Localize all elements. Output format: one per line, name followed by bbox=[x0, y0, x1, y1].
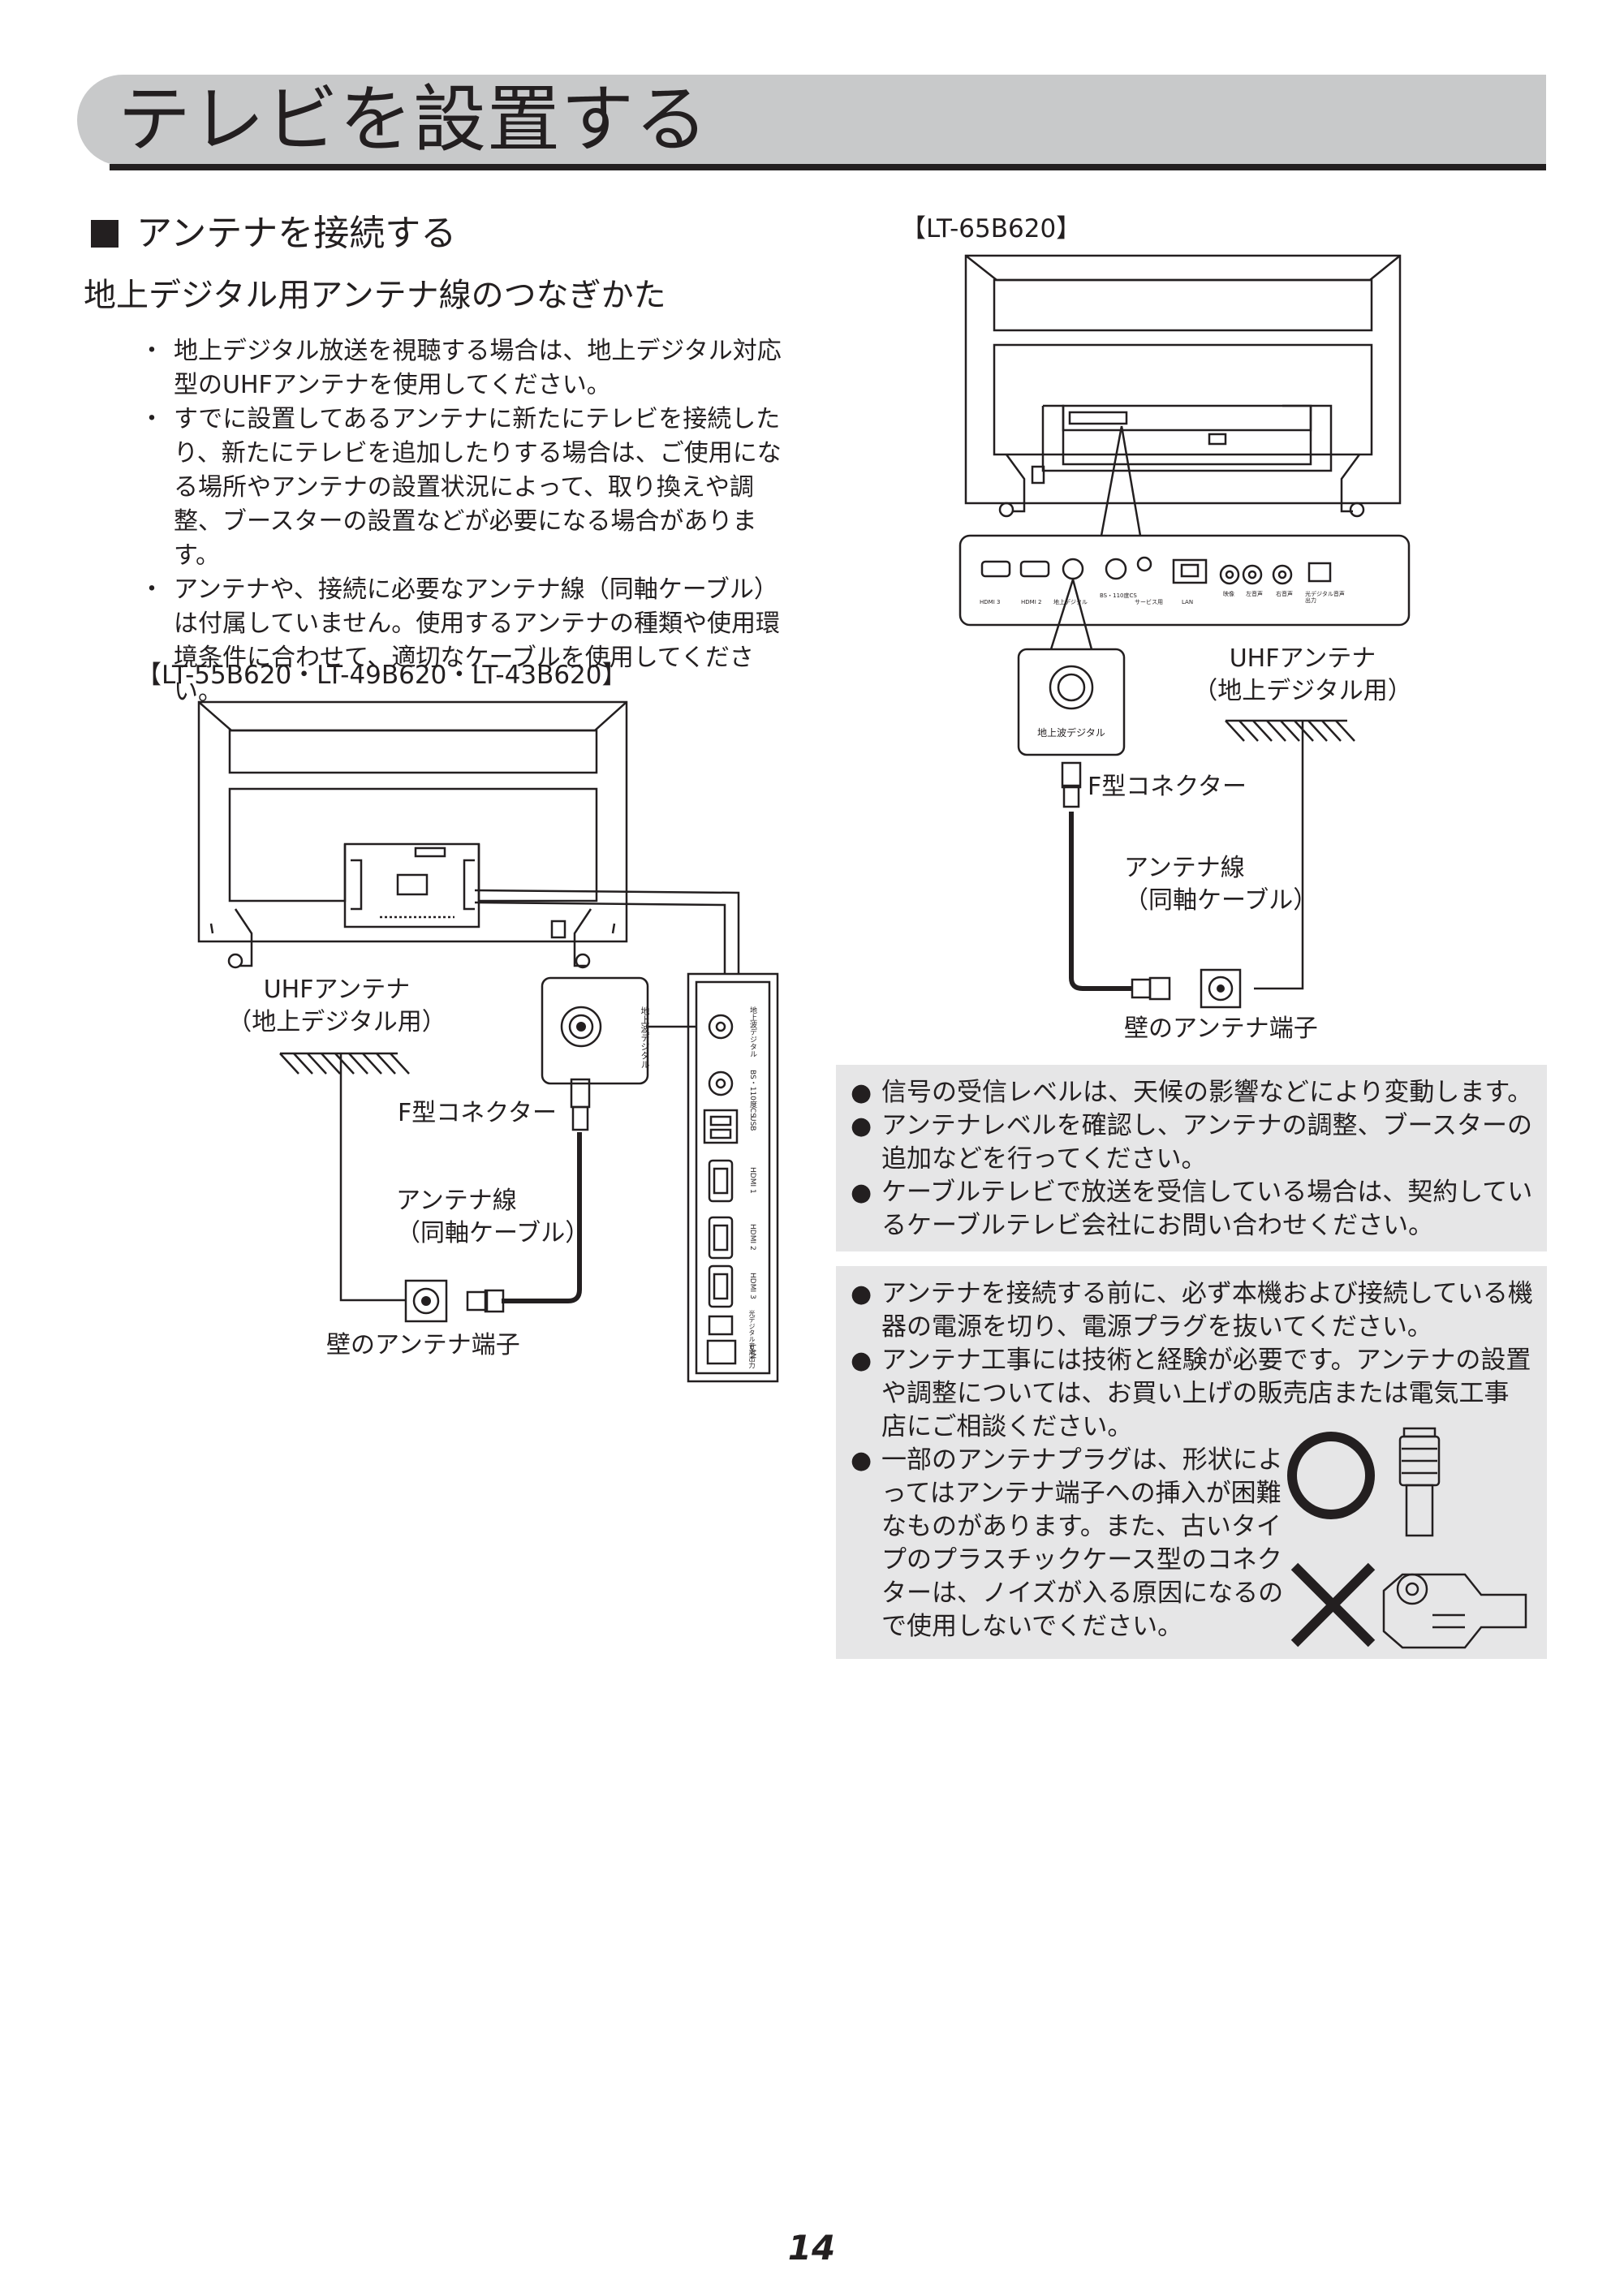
right-panel-label: 右音声 bbox=[1276, 591, 1293, 597]
left-panel-label: HDMI 3 bbox=[748, 1273, 756, 1299]
right-model-label: 【LT-65B620】 bbox=[901, 214, 1082, 243]
page-number: 14 bbox=[787, 2228, 836, 2268]
left-panel-label: 光デジタル音声出力 bbox=[748, 1310, 756, 1368]
right-wall-terminal-icon bbox=[1200, 968, 1242, 1009]
left-f-connector-icon bbox=[466, 1078, 591, 1313]
notes-box-1: 信号の受信レベルは、天候の影響などにより変動します。 アンテナレベルを確認し、ア… bbox=[836, 1065, 1547, 1251]
note-item: 一部のアンテナプラグは、形状によってはアンテナ端子への挿入が困難なものがあります… bbox=[851, 1444, 1299, 1643]
left-panel-label: 地上波デジタル bbox=[748, 1006, 756, 1058]
left-panel-label: HDMI 1 bbox=[748, 1167, 756, 1194]
left-panel-label: HDMI 2 bbox=[748, 1224, 756, 1251]
right-panel-label: 映像 bbox=[1223, 591, 1234, 597]
left-panel-label: LAN bbox=[748, 1344, 756, 1359]
left-model-label: 【LT-55B620・LT-49B620・LT-43B620】 bbox=[136, 661, 627, 690]
note-item: ケーブルテレビで放送を受信している場合は、契約しているケーブルテレビ会社にお問い… bbox=[851, 1176, 1534, 1243]
left-panel-label: BS・110度CS bbox=[748, 1070, 756, 1118]
right-tv-back-illustration bbox=[964, 254, 1402, 518]
note-item: アンテナを接続する前に、必ず本機および接続している機器の電源を切り、電源プラグを… bbox=[851, 1277, 1534, 1344]
right-panel-label: LAN bbox=[1182, 599, 1194, 605]
left-zoom-terminal-label: 地上波デジタル bbox=[640, 1006, 650, 1069]
right-panel-label: BS・110度CS bbox=[1100, 592, 1137, 599]
right-panel-label: HDMI 2 bbox=[1021, 599, 1042, 605]
right-panel-label: HDMI 3 bbox=[980, 599, 1001, 605]
left-terminal-panel bbox=[687, 972, 779, 1383]
right-wall-terminal-label: 壁のアンテナ端子 bbox=[1124, 1014, 1318, 1043]
note-item: アンテナ工事には技術と経験が必要です。アンテナの設置や調整については、お買い上げ… bbox=[851, 1344, 1534, 1444]
right-f-connector-icon bbox=[1061, 761, 1171, 1001]
left-antenna-cable-label: アンテナ線 （同軸ケーブル） bbox=[396, 1187, 590, 1247]
bullet-item: アンテナや、接続に必要なアンテナ線（同軸ケーブル）は付属していません。使用するア… bbox=[140, 573, 794, 709]
left-terminal-zoom bbox=[541, 976, 696, 1085]
section-heading: アンテナを接続する bbox=[91, 211, 456, 256]
right-antenna-cable-label: アンテナ線 （同軸ケーブル） bbox=[1124, 854, 1318, 915]
title-underline bbox=[110, 164, 1546, 170]
right-panel-label: 地上デジタル bbox=[1053, 599, 1088, 605]
right-panel-label: 光デジタル音声出力 bbox=[1305, 591, 1345, 604]
right-panel-label: サービス用 bbox=[1135, 599, 1163, 605]
square-bullet-icon bbox=[91, 220, 118, 248]
right-f-connector-label: F型コネクター bbox=[1088, 773, 1247, 801]
bullet-item: 地上デジタル放送を視聴する場合は、地上デジタル対応型のUHFアンテナを使用してく… bbox=[140, 334, 794, 403]
right-terminal-zoom bbox=[1017, 579, 1126, 756]
left-wall-terminal-label: 壁のアンテナ端子 bbox=[326, 1331, 520, 1359]
cross-ng-icon bbox=[1290, 1562, 1376, 1648]
bullet-item: すでに設置してあるアンテナに新たにテレビを接続したり、新たにテレビを追加したりす… bbox=[140, 403, 794, 573]
notes-box-2: アンテナを接続する前に、必ず本機および接続している機器の電源を切り、電源プラグを… bbox=[836, 1266, 1547, 1659]
page-title: テレビを設置する bbox=[118, 77, 709, 162]
right-uhf-antenna-icon bbox=[1225, 719, 1355, 990]
intro-bullet-list: 地上デジタル放送を視聴する場合は、地上デジタル対応型のUHFアンテナを使用してく… bbox=[140, 334, 794, 709]
note-item: アンテナレベルを確認し、アンテナの調整、ブースターの追加などを行ってください。 bbox=[851, 1109, 1534, 1176]
left-uhf-antenna-icon bbox=[279, 1052, 410, 1302]
left-uhf-antenna-label: UHFアンテナ （地上デジタル用） bbox=[227, 976, 446, 1036]
right-zoom-terminal-label: 地上波デジタル bbox=[1037, 727, 1105, 739]
title-bar: テレビを設置する bbox=[77, 75, 1546, 174]
left-f-connector-label: F型コネクター bbox=[398, 1099, 558, 1127]
plastic-plug-ng-icon bbox=[1382, 1573, 1527, 1649]
right-panel-label: 左音声 bbox=[1246, 591, 1263, 597]
left-tv-back-illustration bbox=[197, 700, 628, 969]
section-heading-text: アンテナを接続する bbox=[136, 213, 457, 254]
sub-heading: 地上デジタル用アンテナ線のつなぎかた bbox=[84, 277, 666, 314]
left-wall-terminal-icon bbox=[404, 1279, 448, 1323]
title-bar-background bbox=[77, 75, 1546, 166]
straight-plug-ok-icon bbox=[1398, 1427, 1441, 1537]
note-item: 信号の受信レベルは、天候の影響などにより変動します。 bbox=[851, 1076, 1534, 1109]
right-terminal-panel bbox=[958, 534, 1411, 627]
circle-ok-icon bbox=[1287, 1432, 1375, 1519]
right-uhf-antenna-label: UHFアンテナ （地上デジタル用） bbox=[1193, 644, 1412, 705]
left-panel-label: USB bbox=[748, 1116, 756, 1131]
